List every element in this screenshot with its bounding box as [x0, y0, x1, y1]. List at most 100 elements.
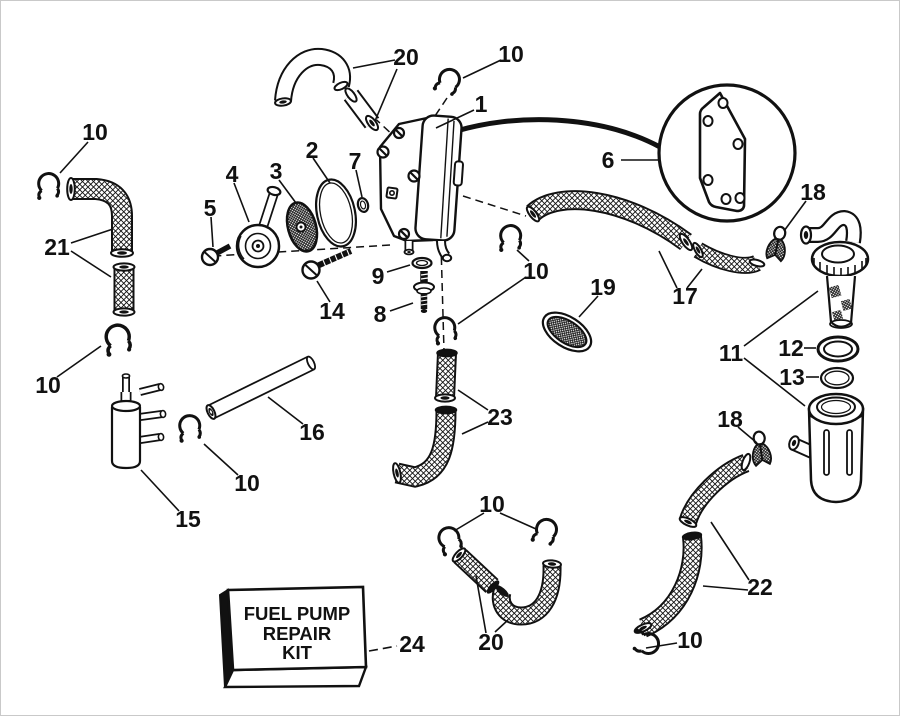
leader-19	[578, 295, 599, 318]
callout-21: 21	[44, 234, 70, 260]
axis-clamp-to-pump	[430, 97, 448, 123]
callout-7: 7	[349, 148, 362, 174]
leader-10mid	[457, 249, 530, 325]
hose-22-long	[633, 531, 703, 638]
hose-22-short	[678, 452, 752, 528]
callout-11: 11	[719, 340, 744, 366]
callout-1: 1	[475, 91, 488, 117]
leader-10midlow	[203, 443, 239, 476]
repair-kit-box: FUEL PUMP REPAIR KIT	[218, 585, 368, 689]
axis-pump-to-hose17	[462, 195, 527, 217]
kit-box-front	[226, 585, 368, 672]
leader-23	[457, 389, 489, 435]
gasket-holes	[702, 97, 746, 205]
leader-lines	[56, 59, 819, 652]
kit-box-line-1: FUEL PUMP	[244, 603, 351, 624]
leader-10leftlow	[56, 345, 102, 378]
o-ring-2	[315, 178, 357, 248]
callout-10-bottom-right: 10	[677, 627, 703, 653]
leader-18top	[783, 200, 807, 232]
callout-6: 6	[602, 147, 615, 173]
leader-5	[210, 216, 214, 248]
callout-17: 17	[672, 283, 698, 309]
callout-2: 2	[306, 137, 319, 163]
callout-18-right: 18	[717, 406, 743, 432]
pump-raised-body	[414, 114, 464, 242]
cup-4	[235, 185, 282, 269]
fuel-connector-15	[110, 373, 167, 470]
callout-19: 19	[590, 274, 616, 300]
o-ring-13	[819, 366, 855, 390]
clamp-10-a	[33, 171, 62, 202]
callout-10-top: 10	[498, 41, 524, 67]
callout-24: 24	[399, 631, 425, 657]
pump-screws	[376, 126, 421, 241]
hose-23-segment	[434, 348, 458, 403]
tube-16	[205, 355, 316, 420]
hose-20-stub	[343, 87, 380, 132]
callout-22: 22	[747, 574, 773, 600]
fuel-pump-body	[376, 114, 464, 263]
leader-8	[389, 302, 414, 312]
filter-nut-ribs	[813, 258, 867, 276]
filter-element-mesh	[828, 284, 853, 321]
clamp-10-b	[99, 321, 135, 359]
callout-13: 13	[779, 364, 805, 390]
callout-5: 5	[204, 195, 217, 221]
leader-20top-hose	[352, 59, 396, 69]
leader-20bottom	[475, 575, 509, 634]
callout-8: 8	[374, 301, 387, 327]
inset-pointer-curve	[449, 117, 662, 150]
gasket-inset-magnifier	[449, 83, 797, 223]
leader-17	[658, 250, 703, 289]
axis-pump-to-hose23	[440, 243, 445, 352]
callout-23: 23	[487, 404, 513, 430]
fitting-8	[413, 271, 435, 313]
callout-15: 15	[175, 506, 201, 532]
callout-10-bottom-center: 10	[479, 491, 505, 517]
screw-5	[200, 243, 232, 267]
leader-1	[435, 109, 475, 129]
leader-9	[386, 264, 411, 273]
leader-4	[233, 182, 250, 223]
o-ring-12	[816, 335, 860, 363]
clamp-10-d	[430, 64, 464, 99]
leader-7	[355, 169, 363, 198]
filter-head	[799, 209, 870, 329]
leader-21	[70, 228, 114, 278]
leader-24	[368, 645, 398, 652]
leader-14	[316, 280, 331, 303]
kit-box-line-2: REPAIR	[263, 623, 332, 644]
hose-20-top	[274, 47, 351, 107]
hose-21-elbow	[66, 177, 134, 258]
callout-18-top: 18	[800, 179, 826, 205]
leader-3	[278, 179, 297, 204]
callout-10-left-top: 10	[82, 119, 108, 145]
callout-16: 16	[299, 419, 325, 445]
leader-10top	[462, 59, 502, 79]
callout-20-top: 20	[393, 44, 419, 70]
pump-boss	[385, 186, 399, 200]
leader-20top-stub	[374, 68, 398, 122]
clamp-10-e	[495, 223, 524, 254]
bolt-14	[301, 248, 353, 280]
clamp-18-a	[764, 223, 792, 263]
hose-17-long	[525, 190, 694, 252]
clamp-18-b	[748, 429, 774, 468]
leader-10lefttop	[59, 141, 89, 174]
hose-17-short	[692, 241, 766, 274]
connector-prongs	[139, 382, 167, 444]
callout-4: 4	[226, 161, 239, 187]
clamp-10-c	[173, 412, 204, 445]
callout-10-mid: 10	[523, 258, 549, 284]
kit-box-line-3: KIT	[282, 642, 313, 663]
leader-22	[702, 521, 750, 591]
leader-15	[140, 469, 180, 512]
screen-19	[541, 311, 593, 353]
o-ring-9	[411, 256, 433, 270]
callout-20-bottom: 20	[478, 629, 504, 655]
hoses	[66, 47, 766, 638]
